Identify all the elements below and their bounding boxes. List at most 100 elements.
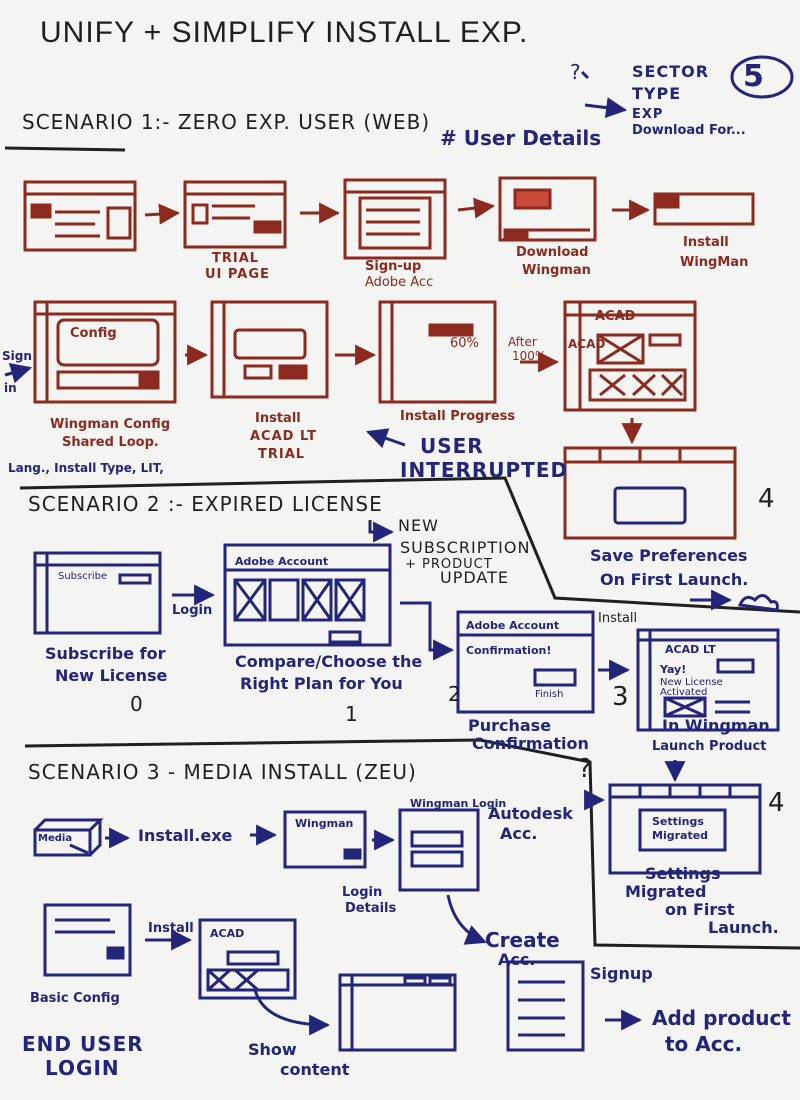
s1-label-shared-loop: Shared Loop. [62, 435, 159, 450]
scenario3-arrows [105, 824, 643, 1036]
s3-label-install-exe: Install.exe [138, 826, 233, 845]
s1-label-user: User [420, 434, 484, 458]
s2-question: ? [578, 754, 592, 784]
s2-mock-acad-lt: ACAD LT [665, 643, 716, 656]
s3-label-end-user: End User [22, 1032, 144, 1056]
s2-label-install: Install [598, 611, 638, 626]
s3-label-acc: Acc. [500, 824, 538, 843]
s2-note-product: + PRODUCT [405, 557, 493, 572]
s3-label-add-product: Add product [652, 1006, 791, 1030]
s2-label-login: Login [172, 603, 213, 618]
page-number: 5 [743, 59, 764, 94]
s1-label-config-details: Lang., Install Type, LIT, [8, 461, 164, 475]
s3-mock-acad: ACAD [210, 927, 245, 940]
note-exp: EXP [632, 107, 664, 122]
s2-label-confirmation: Confirmation [472, 734, 589, 753]
s2-label-launch-product: Launch Product [652, 739, 767, 754]
s3-label-details: Details [345, 901, 397, 916]
s1-label-adobe-acc: Adobe Acc [365, 275, 434, 290]
scenario2-heading: Scenario 2 :- Expired License [28, 492, 383, 516]
s1-label-install: Install [683, 235, 729, 250]
s1-label-interrupted: Interrupted [400, 458, 569, 482]
s2-mock-migrated: Migrated [652, 829, 709, 842]
s3-label-basic-config: Basic Config [30, 991, 120, 1006]
s2-mock-confirmation: Confirmation! [466, 644, 552, 657]
s2-label-new-license: New License [55, 666, 168, 685]
s1-mock-acad: ACAD [595, 309, 636, 324]
s1-label-trial-2: Trial [258, 447, 306, 462]
s2-mock-adobe-account-2: Adobe Account [466, 619, 560, 632]
s2-mock-new-license: New License [660, 677, 723, 688]
s1-label-first-launch: On First Launch. [600, 570, 749, 589]
s2-note-new: NEW [398, 516, 439, 535]
scenario3-heading: Scenario 3 - Media Install (ZEU) [28, 760, 417, 784]
s1-label-signup: Sign-up [365, 259, 422, 274]
note-type: TYPE [632, 84, 682, 103]
s1-label-acad-lt: ACAD LT [250, 429, 317, 444]
scenario1-heading: Scenario 1:- Zero Exp. User (Web) [22, 110, 431, 134]
scenario1-blue-marks [4, 55, 794, 612]
s1-label-ui-page: UI PAGE [205, 267, 270, 282]
s2-label-settings: Settings [645, 864, 721, 883]
s1-mock-config: Config [70, 326, 117, 341]
s2-step-4: 4 [768, 788, 785, 818]
s2-mock-settings: Settings [652, 815, 704, 828]
s3-label-install: Install [148, 921, 194, 936]
s2-label-subscribe: Subscribe for [45, 644, 166, 663]
s1-mock-progress: 60% [450, 336, 479, 351]
s1-label-install-progress: Install Progress [400, 409, 516, 424]
s3-label-signup: Signup [590, 964, 653, 983]
s2-label-right-plan: Right Plan for You [240, 674, 403, 693]
s3-label-create-acc: Acc. [498, 950, 536, 969]
s1-step-4: 4 [758, 484, 775, 514]
s1-label-100: 100% [512, 349, 547, 363]
scenario2-arrows [172, 520, 686, 811]
s2-mock-subscribe: Subscribe [58, 571, 108, 582]
s1-label-install-2: Install [255, 411, 301, 426]
scenario2-sketches [33, 543, 780, 875]
s1-label-trial: Trial [212, 251, 260, 266]
s2-step-3: 3 [612, 682, 629, 712]
s2-mock-finish: Finish [535, 689, 564, 700]
s2-mock-yay: Yay! [660, 663, 687, 676]
s2-step-0: 0 [130, 692, 143, 716]
s2-label-in-wingman: In Wingman [662, 716, 770, 735]
s1-label-in: in [4, 381, 17, 395]
s1-label-save-prefs: Save Preferences [590, 546, 748, 565]
s2-note-subscription: SUBSCRIPTION [400, 538, 531, 557]
s3-label-show: Show [248, 1040, 297, 1059]
s3-label-create: Create [485, 928, 560, 952]
s1-label-wingman-2: WingMan [680, 255, 749, 270]
s2-label-launch: Launch. [708, 918, 779, 937]
scenario1-sketches [23, 176, 755, 540]
s3-label-login: Login [342, 885, 383, 900]
s2-step-1: 1 [345, 702, 358, 726]
s2-label-migrated: Migrated [625, 882, 707, 901]
s3-mock-wingman: Wingman [295, 817, 354, 830]
s3-label-media: Media [38, 833, 73, 844]
s1-label-download: Download [516, 245, 589, 260]
s1-label-after: After [508, 335, 537, 349]
s3-label-content: content [280, 1060, 350, 1079]
s2-mock-adobe-account: Adobe Account [235, 555, 329, 568]
section-dividers [4, 146, 800, 950]
s1-label-acad-a: ACAD [568, 337, 606, 351]
scenario3-sketches [33, 808, 585, 1052]
s1-label-sign: Sign [2, 349, 32, 363]
user-details-label: # User Details [440, 126, 602, 150]
s2-label-compare: Compare/Choose the [235, 652, 423, 671]
s2-step-2: 2 [448, 682, 461, 706]
s1-label-wingman-config: Wingman Config [50, 417, 171, 432]
s3-label-end-user-login: Login [45, 1056, 120, 1080]
question-mark: ? [570, 60, 581, 84]
s1-label-wingman: Wingman [522, 263, 591, 278]
s3-label-to-acc: to Acc. [665, 1032, 743, 1056]
scenario1-arrows [144, 197, 651, 445]
s3-label-autodesk: Autodesk [488, 804, 573, 823]
s3-label-wingman-login: Wingman Login [410, 797, 507, 810]
page-title: Unify + Simplify Install Exp. [40, 16, 529, 49]
s2-label-on-first: on First [665, 900, 735, 919]
note-download-for: Download For... [632, 123, 746, 138]
